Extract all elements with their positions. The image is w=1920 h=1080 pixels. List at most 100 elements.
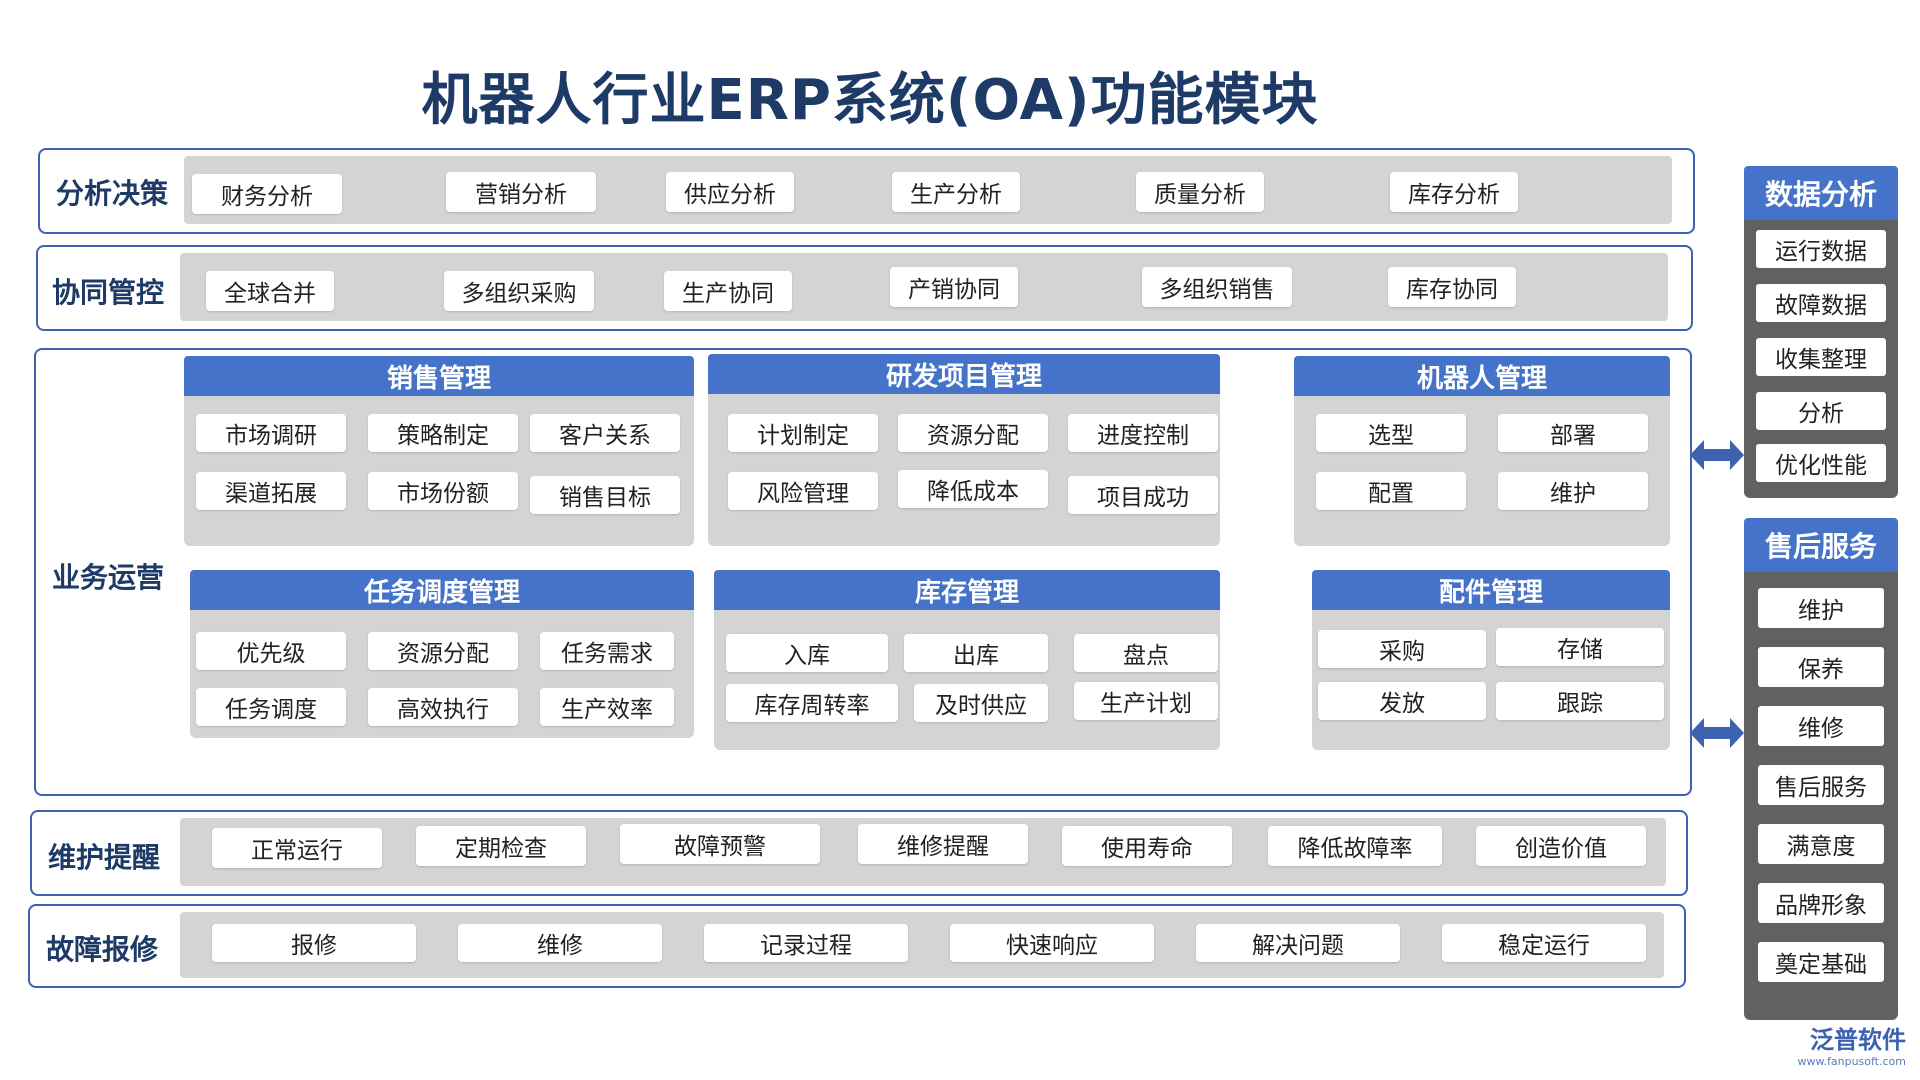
side-after-sales: 售后服务 维护 保养 维修 售后服务 满意度 品牌形象 奠定基础 — [1744, 518, 1898, 1020]
chip-sales-target[interactable]: 销售目标 — [530, 476, 680, 514]
chip-track[interactable]: 跟踪 — [1496, 682, 1664, 720]
chip-report-repair[interactable]: 报修 — [212, 924, 416, 962]
chip-selection[interactable]: 选型 — [1316, 414, 1466, 452]
chip-multi-org-sales[interactable]: 多组织销售 — [1142, 267, 1292, 307]
chip-production-collab[interactable]: 生产协同 — [664, 271, 792, 311]
chip-distribute[interactable]: 发放 — [1318, 682, 1486, 720]
module-robot-title: 机器人管理 — [1294, 356, 1670, 396]
side-chip-brand[interactable]: 品牌形象 — [1758, 883, 1884, 923]
chip-regular-check[interactable]: 定期检查 — [416, 826, 586, 866]
chip-finance-analysis[interactable]: 财务分析 — [192, 174, 342, 214]
module-robot: 机器人管理 选型 部署 配置 维护 — [1294, 356, 1670, 546]
module-rd: 研发项目管理 计划制定 资源分配 进度控制 风险管理 降低成本 项目成功 — [708, 354, 1220, 546]
side-chip-maintain[interactable]: 维护 — [1758, 588, 1884, 628]
chip-fault-warning[interactable]: 故障预警 — [620, 824, 820, 864]
side-chip-upkeep[interactable]: 保养 — [1758, 647, 1884, 687]
chip-outbound[interactable]: 出库 — [904, 634, 1048, 672]
row-maintain-label: 维护提醒 — [48, 841, 161, 874]
row-collab: 协同管控 全球合并 多组织采购 生产协同 产销协同 多组织销售 库存协同 — [36, 245, 1693, 331]
chip-cost-reduce[interactable]: 降低成本 — [898, 470, 1048, 508]
chip-priority[interactable]: 优先级 — [196, 632, 346, 670]
side-chip-repair[interactable]: 维修 — [1758, 706, 1884, 746]
chip-supply-analysis[interactable]: 供应分析 — [666, 172, 794, 212]
module-task-title: 任务调度管理 — [190, 570, 694, 610]
double-arrow-icon — [1690, 718, 1744, 748]
side-data-analysis: 数据分析 运行数据 故障数据 收集整理 分析 优化性能 — [1744, 166, 1898, 498]
row-collab-label: 协同管控 — [52, 276, 165, 309]
chip-stocktake[interactable]: 盘点 — [1074, 634, 1218, 672]
side-data-analysis-title: 数据分析 — [1744, 166, 1898, 220]
chip-strategy[interactable]: 策略制定 — [368, 414, 518, 452]
chip-prod-efficiency[interactable]: 生产效率 — [540, 688, 674, 726]
chip-deploy[interactable]: 部署 — [1498, 414, 1648, 452]
chip-inventory-analysis[interactable]: 库存分析 — [1390, 172, 1518, 212]
chip-stable-run[interactable]: 稳定运行 — [1442, 924, 1646, 962]
chip-normal-run[interactable]: 正常运行 — [212, 828, 382, 868]
side-chip-collect[interactable]: 收集整理 — [1756, 338, 1886, 376]
module-stock: 库存管理 入库 出库 盘点 库存周转率 及时供应 生产计划 — [714, 570, 1220, 750]
side-chip-optimize[interactable]: 优化性能 — [1756, 444, 1886, 482]
module-sales: 销售管理 市场调研 策略制定 客户关系 渠道拓展 市场份额 销售目标 — [184, 356, 694, 546]
chip-task-resource[interactable]: 资源分配 — [368, 632, 518, 670]
module-parts: 配件管理 采购 存储 发放 跟踪 — [1312, 570, 1670, 750]
row-repair-label: 故障报修 — [46, 933, 159, 966]
chip-market-research[interactable]: 市场调研 — [196, 414, 346, 452]
chip-purchase[interactable]: 采购 — [1318, 630, 1486, 668]
chip-quick-response[interactable]: 快速响应 — [950, 924, 1154, 962]
chip-production-analysis[interactable]: 生产分析 — [892, 172, 1020, 212]
side-chip-after-service[interactable]: 售后服务 — [1758, 765, 1884, 805]
row-repair: 故障报修 报修 维修 记录过程 快速响应 解决问题 稳定运行 — [28, 904, 1686, 988]
side-chip-fault-data[interactable]: 故障数据 — [1756, 284, 1886, 322]
chip-prod-sales-collab[interactable]: 产销协同 — [890, 267, 1018, 307]
row-repair-panel — [180, 912, 1664, 978]
chip-repair[interactable]: 维修 — [458, 924, 662, 962]
chip-repair-remind[interactable]: 维修提醒 — [858, 824, 1028, 864]
side-chip-analyze[interactable]: 分析 — [1756, 392, 1886, 430]
brand-logo-url: www.fanpusoft.com — [1797, 1055, 1906, 1068]
chip-resource-alloc[interactable]: 资源分配 — [898, 414, 1048, 452]
chip-risk-manage[interactable]: 风险管理 — [728, 472, 878, 510]
chip-market-share[interactable]: 市场份额 — [368, 472, 518, 510]
chip-customer-relation[interactable]: 客户关系 — [530, 414, 680, 452]
chip-inventory-collab[interactable]: 库存协同 — [1388, 267, 1516, 307]
chip-record-process[interactable]: 记录过程 — [704, 924, 908, 962]
side-chip-run-data[interactable]: 运行数据 — [1756, 230, 1886, 268]
chip-channel-expand[interactable]: 渠道拓展 — [196, 472, 346, 510]
row-analysis: 分析决策 财务分析 营销分析 供应分析 生产分析 质量分析 库存分析 — [38, 148, 1695, 234]
side-after-sales-title: 售后服务 — [1744, 518, 1898, 572]
row-business-label: 业务运营 — [52, 561, 165, 594]
module-stock-title: 库存管理 — [714, 570, 1220, 610]
chip-efficient-exec[interactable]: 高效执行 — [368, 688, 518, 726]
chip-robot-maintain[interactable]: 维护 — [1498, 472, 1648, 510]
page-title: 机器人行业ERP系统(OA)功能模块 — [421, 68, 1319, 133]
row-maintain: 维护提醒 正常运行 定期检查 故障预警 维修提醒 使用寿命 降低故障率 创造价值 — [30, 810, 1688, 896]
chip-turnover[interactable]: 库存周转率 — [726, 684, 898, 722]
brand-logo: 泛普软件 www.fanpusoft.com — [1798, 1020, 1906, 1068]
chip-marketing-analysis[interactable]: 营销分析 — [446, 172, 596, 212]
chip-prod-plan[interactable]: 生产计划 — [1074, 682, 1218, 720]
chip-reduce-fault-rate[interactable]: 降低故障率 — [1268, 826, 1442, 866]
chip-global-merge[interactable]: 全球合并 — [206, 271, 334, 311]
chip-multi-org-purchase[interactable]: 多组织采购 — [444, 271, 594, 311]
module-sales-title: 销售管理 — [184, 356, 694, 396]
chip-service-life[interactable]: 使用寿命 — [1062, 826, 1232, 866]
chip-progress-control[interactable]: 进度控制 — [1068, 414, 1218, 452]
brand-logo-name: 泛普软件 — [1810, 1026, 1906, 1054]
side-chip-satisfaction[interactable]: 满意度 — [1758, 824, 1884, 864]
chip-inbound[interactable]: 入库 — [726, 634, 888, 672]
chip-storage[interactable]: 存储 — [1496, 628, 1664, 666]
row-analysis-label: 分析决策 — [56, 177, 169, 210]
chip-create-value[interactable]: 创造价值 — [1476, 826, 1646, 866]
side-chip-foundation[interactable]: 奠定基础 — [1758, 942, 1884, 982]
row-business: 业务运营 销售管理 市场调研 策略制定 客户关系 渠道拓展 市场份额 销售目标 … — [34, 348, 1692, 796]
double-arrow-icon — [1690, 440, 1744, 470]
chip-quality-analysis[interactable]: 质量分析 — [1136, 172, 1264, 212]
chip-plan-make[interactable]: 计划制定 — [728, 414, 878, 452]
module-task: 任务调度管理 优先级 资源分配 任务需求 任务调度 高效执行 生产效率 — [190, 570, 694, 738]
chip-task-schedule[interactable]: 任务调度 — [196, 688, 346, 726]
chip-configure[interactable]: 配置 — [1316, 472, 1466, 510]
chip-project-success[interactable]: 项目成功 — [1068, 476, 1218, 514]
chip-timely-supply[interactable]: 及时供应 — [914, 684, 1048, 722]
chip-solve-problem[interactable]: 解决问题 — [1196, 924, 1400, 962]
chip-task-demand[interactable]: 任务需求 — [540, 632, 674, 670]
